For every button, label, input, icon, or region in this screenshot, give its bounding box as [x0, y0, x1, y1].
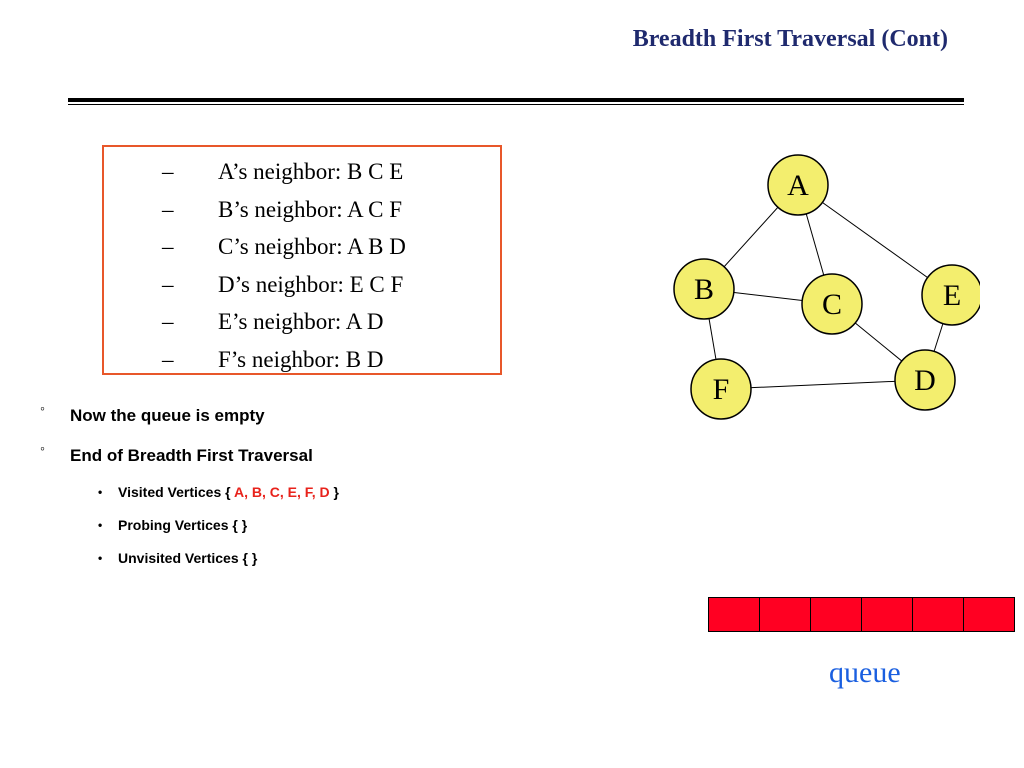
graph-diagram: A B C D E F: [673, 154, 980, 420]
neighbor-text: F’s neighbor: B D: [218, 346, 384, 372]
node-label-f: F: [713, 373, 730, 406]
neighbor-list-box: – A’s neighbor: B C E – B’s neighbor: A C …: [102, 145, 502, 375]
queue-cell: [861, 597, 913, 632]
dash-bullet: –: [162, 346, 174, 372]
bullet-text: Now the queue is empty: [70, 406, 265, 425]
probing-vertices: • Probing Vertices { }: [98, 511, 339, 544]
edge-a-e: [797, 184, 953, 296]
circle-bullet-icon: ◦: [40, 400, 45, 416]
neighbor-item-a: – A’s neighbor: B C E: [162, 153, 406, 191]
neighbor-item-d: – D’s neighbor: E C F: [162, 266, 406, 304]
bullet-queue-empty: ◦ Now the queue is empty: [40, 396, 313, 436]
bullet-end-traversal: ◦ End of Breadth First Traversal: [40, 436, 313, 476]
node-label-b: B: [694, 273, 714, 306]
neighbor-text: B’s neighbor: A C F: [218, 196, 403, 222]
node-label-c: C: [822, 288, 842, 321]
probing-text: Probing Vertices { }: [118, 517, 248, 533]
node-label-d: D: [914, 364, 936, 397]
dot-bullet-icon: •: [98, 518, 103, 532]
node-d: [894, 349, 956, 411]
dash-bullet: –: [162, 234, 174, 260]
node-label-a: A: [787, 169, 809, 202]
unvisited-text: Unvisited Vertices { }: [118, 550, 258, 566]
neighbor-item-c: – C’s neighbor: A B D: [162, 228, 406, 266]
visited-vertices: • Visited Vertices { A, B, C, E, F, D }: [98, 478, 339, 511]
neighbor-text: C’s neighbor: A B D: [218, 234, 406, 260]
neighbor-text: D’s neighbor: E C F: [218, 271, 404, 297]
neighbor-item-f: – F’s neighbor: B D: [162, 341, 406, 379]
dot-bullet-icon: •: [98, 485, 103, 499]
visited-close: }: [333, 484, 339, 500]
node-label-e: E: [943, 279, 961, 312]
queue-cells: [708, 597, 1015, 632]
neighbor-list: – A’s neighbor: B C E – B’s neighbor: A C …: [162, 153, 406, 379]
queue-cell: [759, 597, 811, 632]
queue-cell: [708, 597, 760, 632]
node-e: [921, 264, 980, 326]
title-divider-thin: [68, 104, 964, 105]
node-f: [690, 358, 752, 420]
dot-bullet-icon: •: [98, 551, 103, 565]
neighbor-item-e: – E’s neighbor: A D: [162, 303, 406, 341]
neighbor-item-b: – B’s neighbor: A C F: [162, 191, 406, 229]
visited-label: Visited Vertices {: [118, 484, 234, 500]
circle-bullet-icon: ◦: [40, 440, 45, 456]
bullet-text: End of Breadth First Traversal: [70, 446, 313, 465]
queue-cell: [912, 597, 964, 632]
queue-cell: [810, 597, 862, 632]
node-c: [801, 273, 863, 335]
edge-f-d: [720, 379, 926, 390]
main-bullet-list: ◦ Now the queue is empty ◦ End of Breadth …: [40, 396, 313, 476]
dash-bullet: –: [162, 159, 174, 184]
page-title: Breadth First Traversal (Cont): [632, 26, 948, 52]
queue-label: queue: [829, 656, 901, 689]
vertex-status-list: • Visited Vertices { A, B, C, E, F, D } •…: [98, 478, 339, 577]
neighbor-text: A’s neighbor: B C E: [218, 159, 404, 184]
node-b: [673, 258, 735, 320]
visited-values: A, B, C, E, F, D: [233, 484, 334, 500]
dash-bullet: –: [162, 196, 174, 222]
unvisited-vertices: • Unvisited Vertices { }: [98, 544, 339, 577]
queue-cell: [963, 597, 1015, 632]
dash-bullet: –: [162, 271, 174, 297]
dash-bullet: –: [162, 309, 174, 335]
neighbor-text: E’s neighbor: A D: [218, 309, 384, 335]
title-divider-thick: [68, 98, 964, 102]
node-a: [767, 154, 829, 216]
